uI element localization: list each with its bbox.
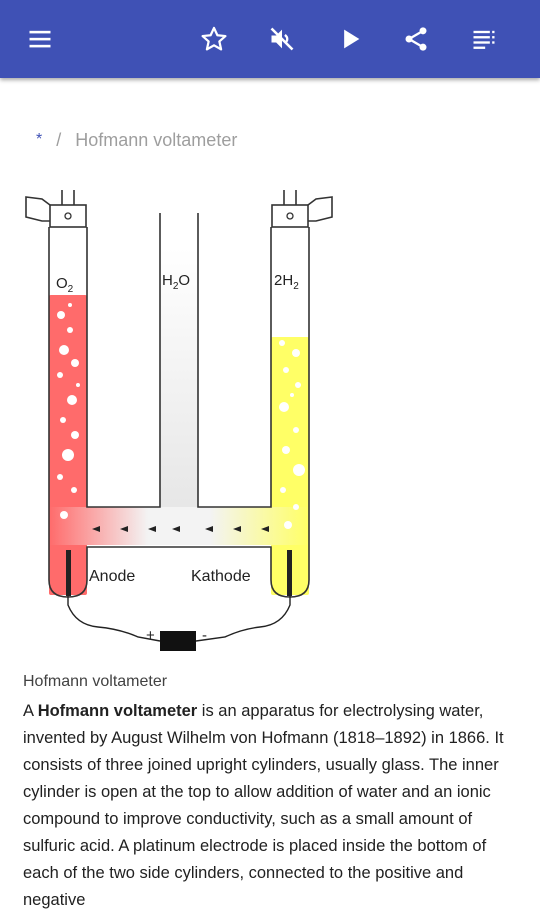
list-icon [473, 30, 495, 49]
menu-icon [29, 30, 51, 48]
article-bold-term: Hofmann voltameter [37, 702, 198, 720]
center-water-column [160, 247, 198, 515]
battery-minus-label: - [202, 627, 207, 644]
anode-label: Anode [89, 568, 135, 585]
glass-outline [25, 190, 333, 598]
battery-icon [160, 631, 196, 651]
oxygen-bubbles [57, 303, 80, 519]
article-body-text: is an apparatus for electrolysing water,… [23, 702, 504, 909]
connecting-tube-fill [49, 507, 309, 545]
play-icon [344, 29, 360, 49]
menu-button[interactable] [20, 19, 60, 59]
star-outline-icon [201, 26, 227, 51]
table-of-contents-button[interactable] [464, 19, 504, 59]
circuit-wires [67, 595, 291, 642]
right-stopcock-icon [286, 212, 294, 220]
play-button[interactable] [330, 19, 370, 59]
battery-plus-label: + [146, 627, 155, 644]
kathode-label: Kathode [191, 568, 251, 585]
article-paragraph: A Hofmann voltameter is an apparatus for… [23, 698, 523, 914]
ion-flow-arrows [92, 526, 269, 532]
h2o-label: H2O [162, 272, 190, 292]
left-stopcock-icon [64, 212, 72, 220]
figure-caption: Hofmann voltameter [23, 673, 168, 690]
hofmann-voltameter-diagram[interactable]: O2 H2O 2H2 Anode Kathode + - [20, 185, 340, 660]
favorite-button[interactable] [194, 19, 234, 59]
kathode-electrode [287, 550, 292, 596]
share-button[interactable] [396, 19, 436, 59]
hydrogen-bubbles [279, 340, 305, 529]
breadcrumb: * / Hofmann voltameter [36, 128, 237, 152]
volume-off-icon [270, 27, 294, 51]
breadcrumb-current: Hofmann voltameter [75, 129, 238, 150]
mute-button[interactable] [262, 19, 302, 59]
o2-label: O2 [56, 275, 74, 295]
breadcrumb-separator: / [56, 129, 62, 150]
app-toolbar [0, 0, 540, 78]
h2-label: 2H2 [274, 272, 299, 292]
breadcrumb-home-link[interactable]: * [36, 131, 43, 148]
anode-electrode [66, 550, 71, 596]
share-icon [405, 27, 427, 51]
article-lead: A [23, 702, 38, 720]
